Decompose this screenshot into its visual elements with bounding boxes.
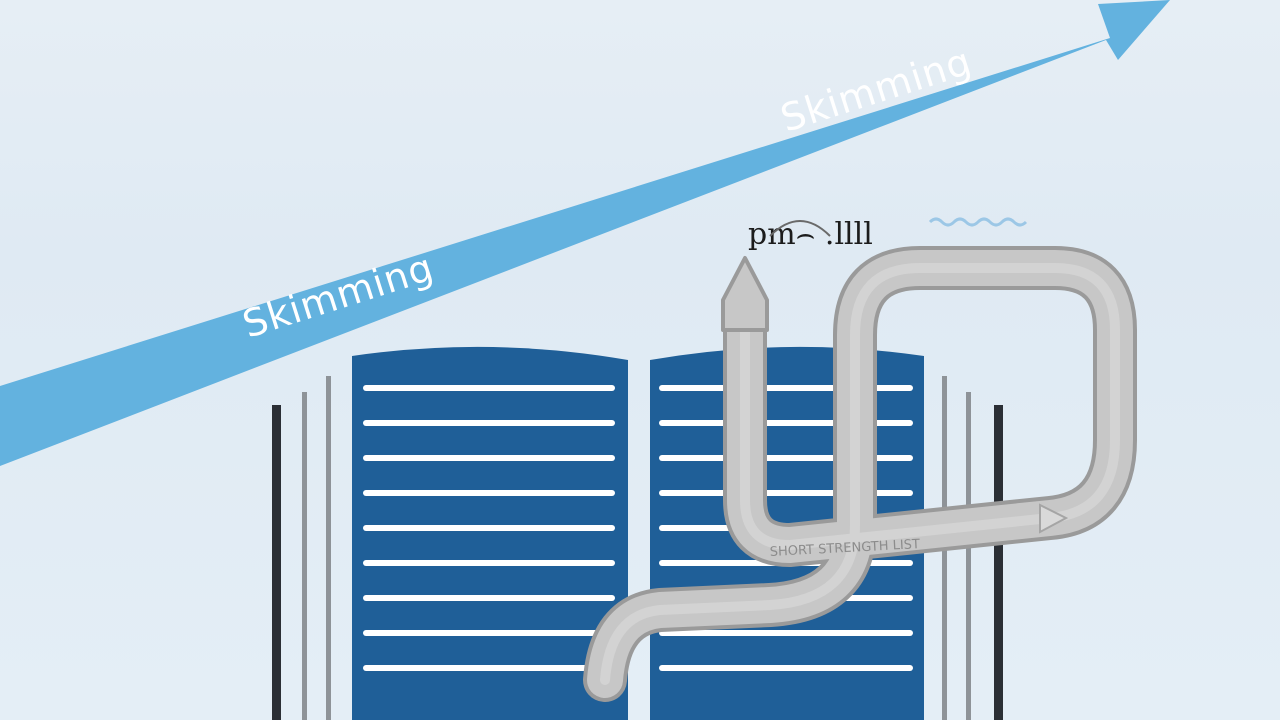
path-tip	[721, 256, 769, 332]
reading-path: SHORT STRENGTH LIST	[583, 246, 1137, 702]
blue-squiggle	[928, 217, 1028, 227]
scribble-text: pm⌢ .llll	[748, 217, 1028, 252]
arrow-body	[0, 0, 1170, 466]
left-edge-gray-1	[302, 392, 307, 720]
scribble-arc	[769, 220, 831, 237]
left-edge-gray-2	[326, 376, 331, 720]
path-arrowhead	[1039, 503, 1069, 534]
right-edge-dark	[994, 405, 1003, 720]
right-edge-gray-2	[966, 392, 971, 720]
left-edge-dark	[272, 405, 281, 720]
left-page	[352, 346, 628, 720]
